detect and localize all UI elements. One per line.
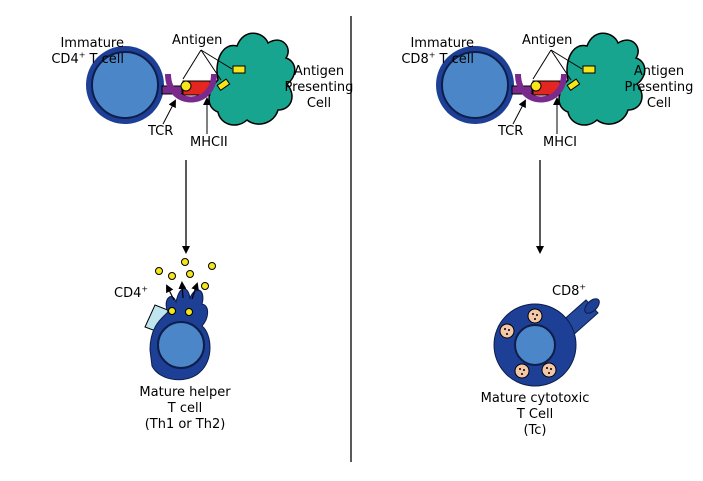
left-apc-cell <box>208 32 296 126</box>
granule <box>514 363 530 379</box>
right-apc-cell <box>558 32 646 126</box>
helper-cell-nucleus <box>157 321 205 369</box>
mature-cytotoxic-tcell <box>493 298 600 387</box>
secretion-arrow-2 <box>178 281 187 299</box>
cytokine <box>155 267 163 275</box>
mature-helper-tcell <box>144 258 216 381</box>
antigen-fragment-1 <box>582 65 596 74</box>
right-tcell-label-line1: Immature <box>410 36 474 51</box>
cytokine <box>186 270 194 278</box>
antigen-fragment-1 <box>232 65 246 74</box>
antigen-pointer-2 <box>550 49 572 81</box>
cd8-coreceptor-end <box>584 298 600 314</box>
right-tcell-label-line2: CD8+ T cell <box>401 50 474 67</box>
right-panel <box>436 32 646 387</box>
right-mhc-label: MHCI <box>543 135 577 150</box>
left-tcell-label-line1: Immature <box>60 36 124 51</box>
antigen-fragment-2 <box>566 78 581 92</box>
immature-cd8-tcell <box>436 46 514 124</box>
antigen-pointer-3 <box>200 49 233 70</box>
tcr-arc <box>165 73 217 103</box>
antigen-pointer-1 <box>182 49 202 80</box>
tcr-arc <box>515 73 567 103</box>
left-tcell-label: Immature CD4+ T cell <box>14 36 124 68</box>
cytokine <box>168 307 176 315</box>
right-antigen-label: Antigen <box>522 33 573 48</box>
bound-antigen <box>180 80 192 92</box>
cytotoxic-cell-nucleus <box>514 324 556 366</box>
left-coreceptor-label: CD4+ <box>114 284 149 301</box>
left-tcell-label-line2: CD4+ T cell <box>51 50 124 67</box>
antigen-pointer-2 <box>200 49 222 81</box>
right-coreceptor-label: CD8+ <box>552 282 587 299</box>
right-tcell-label: Immature CD8+ T cell <box>364 36 474 68</box>
left-antigen-label: Antigen <box>172 33 223 48</box>
left-apc-label: Antigen Presenting Cell <box>284 64 354 111</box>
cytokine <box>181 258 189 266</box>
left-tcr-label: TCR <box>148 124 174 139</box>
left-mature-label: Mature helper T cell (Th1 or Th2) <box>139 385 231 432</box>
immature-cd4-tcell <box>86 46 164 124</box>
antigen-pointer-3 <box>550 49 583 70</box>
antigen-pointer-1 <box>532 49 552 80</box>
left-panel <box>86 32 296 381</box>
left-mhc-label: MHCII <box>190 135 228 150</box>
tcr-pointer <box>162 99 176 125</box>
secretion-arrow-1 <box>166 284 175 301</box>
secretion-arrow-3 <box>191 282 199 300</box>
cytokine <box>208 262 216 270</box>
tcell-nucleus <box>441 51 509 119</box>
granule <box>541 362 557 378</box>
right-apc-label: Antigen Presenting Cell <box>624 64 694 111</box>
right-tcr-label: TCR <box>498 124 524 139</box>
right-mature-label: Mature cytotoxic T Cell (Tc) <box>480 391 590 438</box>
cytokine <box>201 282 209 290</box>
granule <box>527 308 543 324</box>
tcell-nucleus <box>91 51 159 119</box>
bound-antigen <box>530 80 542 92</box>
cytokine <box>185 308 193 316</box>
granule <box>499 323 515 339</box>
cytokine <box>168 272 176 280</box>
antigen-fragment-2 <box>216 78 231 92</box>
tcr-pointer <box>512 99 526 125</box>
